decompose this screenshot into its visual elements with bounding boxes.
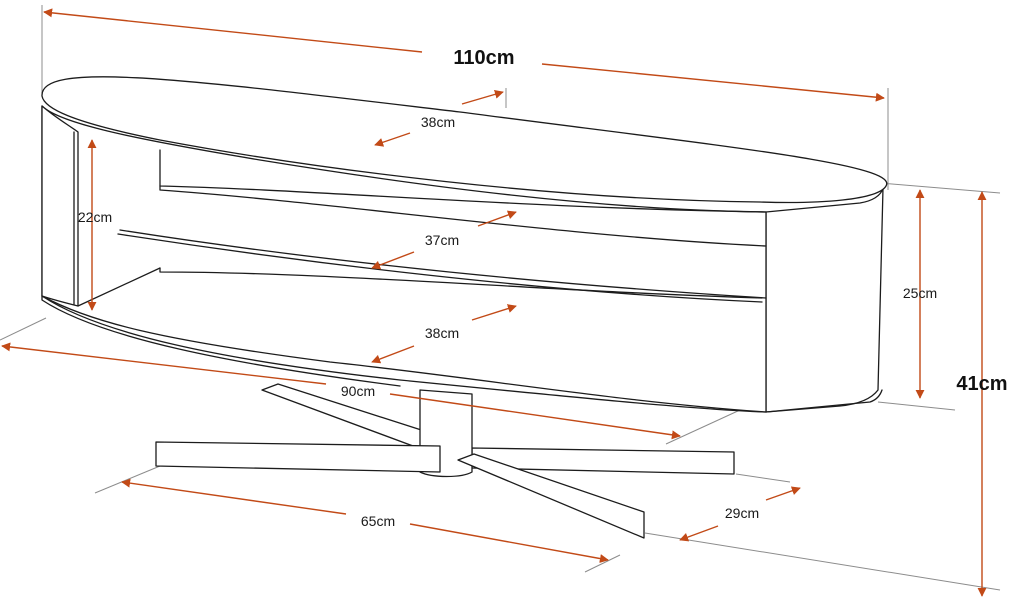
arrow-foot-width (765, 486, 801, 501)
arrow-total-length-right (541, 63, 885, 102)
bottom-plinth (41, 295, 883, 413)
label-total-length: 110cm (453, 47, 514, 69)
label-foot-width: 29cm (725, 505, 759, 521)
arrow-base-length-left (1, 342, 327, 385)
left-end-panel (41, 105, 79, 307)
tv-stand-drawing (41, 76, 888, 413)
arrow-base-length-right (389, 393, 681, 440)
base-arm-left (155, 441, 441, 473)
arrow-shelf-depth (477, 210, 517, 227)
arrow-foot-spread-left (121, 478, 347, 515)
stand-top (41, 76, 888, 204)
dimension-arrows (1, 8, 987, 597)
arrow-total-length-left (43, 8, 423, 53)
base-arm-front (457, 453, 645, 539)
middle-shelf (119, 229, 767, 299)
label-bottom-depth: 38cm (425, 325, 459, 341)
pedestal-base (155, 383, 735, 539)
arrow-bottom-depth (471, 304, 517, 321)
label-shelf-depth: 37cm (425, 232, 459, 248)
label-inner-height: 22cm (78, 209, 112, 225)
arrow-top-depth (461, 89, 504, 105)
label-top-depth: 38cm (421, 114, 455, 130)
label-base-length: 90cm (341, 383, 375, 399)
arrow-foot-spread-right (409, 523, 609, 563)
dimension-labels: 110cm 41cm 38cm 37cm 38cm 22cm 25cm 90cm… (78, 47, 1008, 529)
right-end-panel (765, 187, 884, 413)
label-body-height: 25cm (903, 285, 937, 301)
label-total-height: 41cm (956, 373, 1007, 395)
back-opening (159, 149, 767, 213)
label-foot-spread: 65cm (361, 513, 395, 529)
